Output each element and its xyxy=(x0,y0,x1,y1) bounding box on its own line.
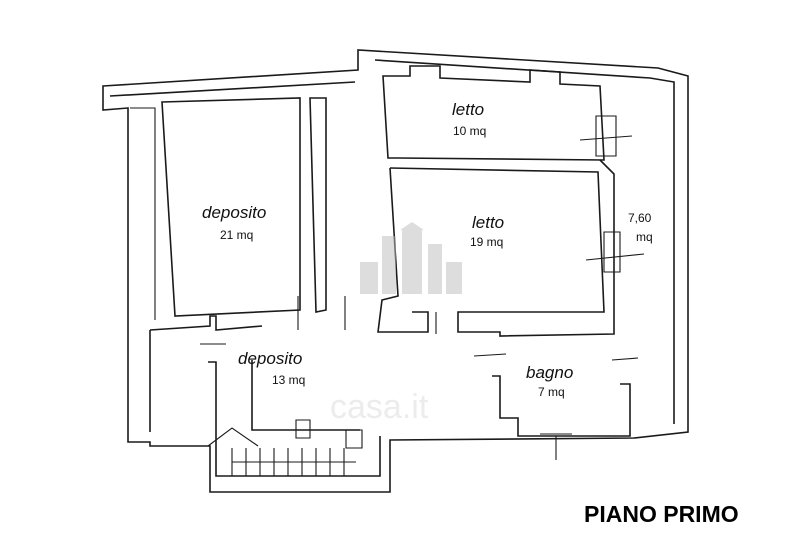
room-deposito-small-walls xyxy=(207,360,381,477)
room-deposito-large-area: 21 mq xyxy=(220,228,253,242)
watermark: casa.it xyxy=(330,222,462,426)
floor-label: PIANO PRIMO xyxy=(584,501,739,527)
room-bagno-area: 7 mq xyxy=(538,385,565,399)
room-letto-large-area: 19 mq xyxy=(470,235,503,249)
dimension-value: 7,60 xyxy=(628,211,652,225)
room-letto-small-name: letto xyxy=(452,100,484,119)
dimension-unit: mq xyxy=(636,230,653,244)
room-deposito-large-walls xyxy=(130,97,327,320)
room-letto-large-walls xyxy=(377,159,645,337)
inner-partitions xyxy=(149,296,639,432)
outer-walls xyxy=(102,49,689,493)
watermark-text: casa.it xyxy=(330,388,429,426)
room-bagno-name: bagno xyxy=(526,363,573,382)
room-bagno-walls xyxy=(492,375,631,460)
room-letto-small-area: 10 mq xyxy=(453,124,486,138)
room-letto-small-walls xyxy=(382,65,633,161)
house-logo-icon xyxy=(360,222,462,294)
room-deposito-small-name: deposito xyxy=(238,349,302,368)
room-letto-large-name: letto xyxy=(472,213,504,232)
room-deposito-large-name: deposito xyxy=(202,203,266,222)
room-deposito-small-area: 13 mq xyxy=(272,373,305,387)
